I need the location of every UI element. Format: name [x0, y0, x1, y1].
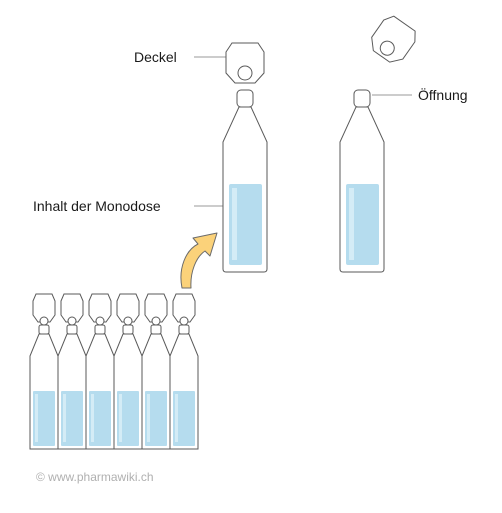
- strip-liquid-highlight: [35, 394, 38, 442]
- liquid: [346, 184, 379, 265]
- strip-cap-ring: [151, 316, 161, 326]
- strip-monodose: [141, 293, 171, 450]
- monodose-strip: [29, 293, 199, 450]
- contents-label: Inhalt der Monodose: [33, 198, 161, 214]
- strip-cap-ring: [67, 316, 77, 326]
- opening: [353, 89, 371, 108]
- strip-liquid-highlight: [175, 394, 178, 442]
- strip-liquid-highlight: [91, 394, 94, 442]
- strip-liquid: [89, 391, 111, 446]
- strip-neck: [150, 324, 162, 335]
- strip-cap-ring: [39, 316, 49, 326]
- strip-liquid: [145, 391, 167, 446]
- strip-liquid-highlight: [147, 394, 150, 442]
- strip-liquid: [61, 391, 83, 446]
- cap: [225, 42, 265, 84]
- strip-monodose: [169, 293, 199, 450]
- strip-neck: [66, 324, 78, 335]
- strip-cap: [32, 293, 56, 323]
- neck: [236, 89, 254, 108]
- strip-liquid-highlight: [119, 394, 122, 442]
- strip-liquid: [33, 391, 55, 446]
- curved-arrow-icon: [180, 232, 218, 289]
- copyright-text: © www.pharmawiki.ch: [36, 470, 154, 484]
- cap-label: Deckel: [134, 49, 177, 65]
- strip-neck: [178, 324, 190, 335]
- strip-neck: [122, 324, 134, 335]
- strip-neck: [94, 324, 106, 335]
- opened-monodose: [339, 12, 421, 273]
- strip-cap-ring: [123, 316, 133, 326]
- strip-monodose: [113, 293, 143, 450]
- strip-liquid-highlight: [63, 394, 66, 442]
- strip-monodose: [85, 293, 115, 450]
- strip-neck: [38, 324, 50, 335]
- closed-monodose: [222, 42, 268, 273]
- strip-liquid: [117, 391, 139, 446]
- liquid: [229, 184, 262, 265]
- strip-monodose: [29, 293, 59, 450]
- strip-cap-ring: [95, 316, 105, 326]
- removed-cap: [365, 12, 421, 68]
- liquid-highlight: [232, 188, 237, 260]
- strip-cap: [116, 293, 140, 323]
- opening-label: Öffnung: [418, 86, 468, 103]
- strip-liquid: [173, 391, 195, 446]
- strip-cap: [60, 293, 84, 323]
- strip-monodose: [57, 293, 87, 450]
- strip-cap-ring: [179, 316, 189, 326]
- liquid-highlight: [349, 188, 354, 260]
- strip-cap: [172, 293, 196, 323]
- strip-cap: [144, 293, 168, 323]
- strip-cap: [88, 293, 112, 323]
